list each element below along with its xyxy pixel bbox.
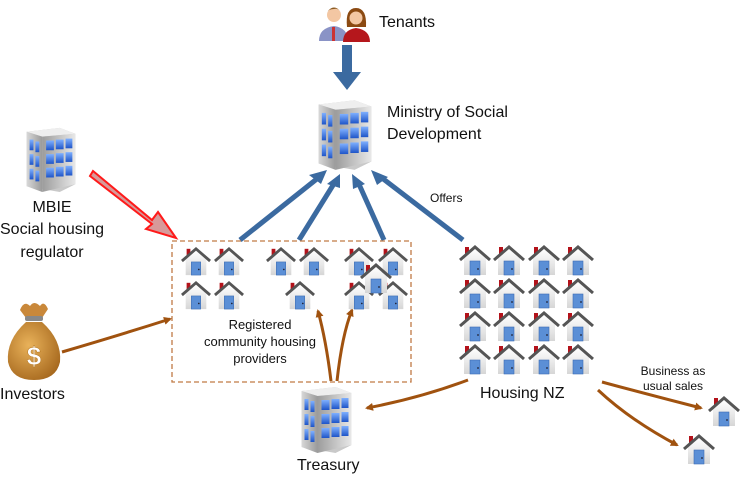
house-icon <box>492 311 526 342</box>
tenants-to-msd-arrow <box>333 45 361 90</box>
house-icon <box>561 245 595 276</box>
hnz-houses <box>458 245 595 375</box>
mbie-to-chp-arrow <box>88 169 179 240</box>
house-icon <box>213 281 245 310</box>
hnz-label: Housing NZ <box>480 385 565 402</box>
msd-label-line1: Ministry of Social <box>387 104 508 121</box>
house-icon <box>298 247 330 276</box>
house-icon <box>527 311 561 342</box>
house-icon <box>213 247 245 276</box>
house-icon <box>492 278 526 309</box>
hnz-to-treasury-arrow <box>365 378 469 411</box>
house-icon <box>527 245 561 276</box>
mbie-label-line1: MBIE <box>32 199 72 216</box>
chp-label-line1: Registered <box>228 317 292 332</box>
house-icon <box>492 344 526 375</box>
mbie-label-line2: Social housing <box>0 221 105 238</box>
house-icon <box>180 247 212 276</box>
money-bag-icon: $ <box>7 303 61 380</box>
hnz-sales-arrow-2 <box>596 388 679 447</box>
chp-label-line3: providers <box>233 351 287 366</box>
house-icon <box>492 245 526 276</box>
sold-house-icon <box>707 396 741 427</box>
tenants-label: Tenants <box>379 14 436 31</box>
house-icon <box>561 278 595 309</box>
house-icon <box>561 344 595 375</box>
treasury-label: Treasury <box>297 457 360 474</box>
house-icon <box>527 344 561 375</box>
treasury-to-chp-arrow-2 <box>335 308 354 382</box>
house-icon <box>180 281 212 310</box>
sales-label-line2: usual sales <box>642 379 704 393</box>
investors-label: Investors <box>0 386 65 403</box>
treasury-building-icon <box>301 387 352 453</box>
house-icon <box>458 278 492 309</box>
house-icon <box>458 245 492 276</box>
house-icon <box>265 247 297 276</box>
brown-arrows <box>61 308 703 447</box>
house-icon <box>561 311 595 342</box>
house-icon <box>284 281 316 310</box>
mbie-label-line3: regulator <box>20 244 84 261</box>
sales-label-line1: Business as <box>640 364 706 378</box>
treasury-to-chp-arrow-1 <box>315 309 333 382</box>
chp-box <box>171 240 412 383</box>
house-icon <box>458 311 492 342</box>
svg-text:$: $ <box>27 341 42 371</box>
hnz-sales-arrow-1 <box>601 380 703 411</box>
investors-to-chp-arrow <box>61 317 172 354</box>
mbie-building-icon <box>26 127 76 193</box>
house-icon <box>458 344 492 375</box>
chp-houses <box>180 247 409 310</box>
sold-house-icon <box>682 434 716 465</box>
blue-arrowheads <box>309 170 388 189</box>
people-icon <box>319 7 370 42</box>
chp-label-line2: community housing <box>204 334 316 349</box>
offers-label: Offers <box>430 191 463 205</box>
msd-building-icon <box>318 100 372 170</box>
msd-label-line2: Development <box>387 126 482 143</box>
house-icon <box>527 278 561 309</box>
chp-to-msd-arrows <box>238 176 465 242</box>
